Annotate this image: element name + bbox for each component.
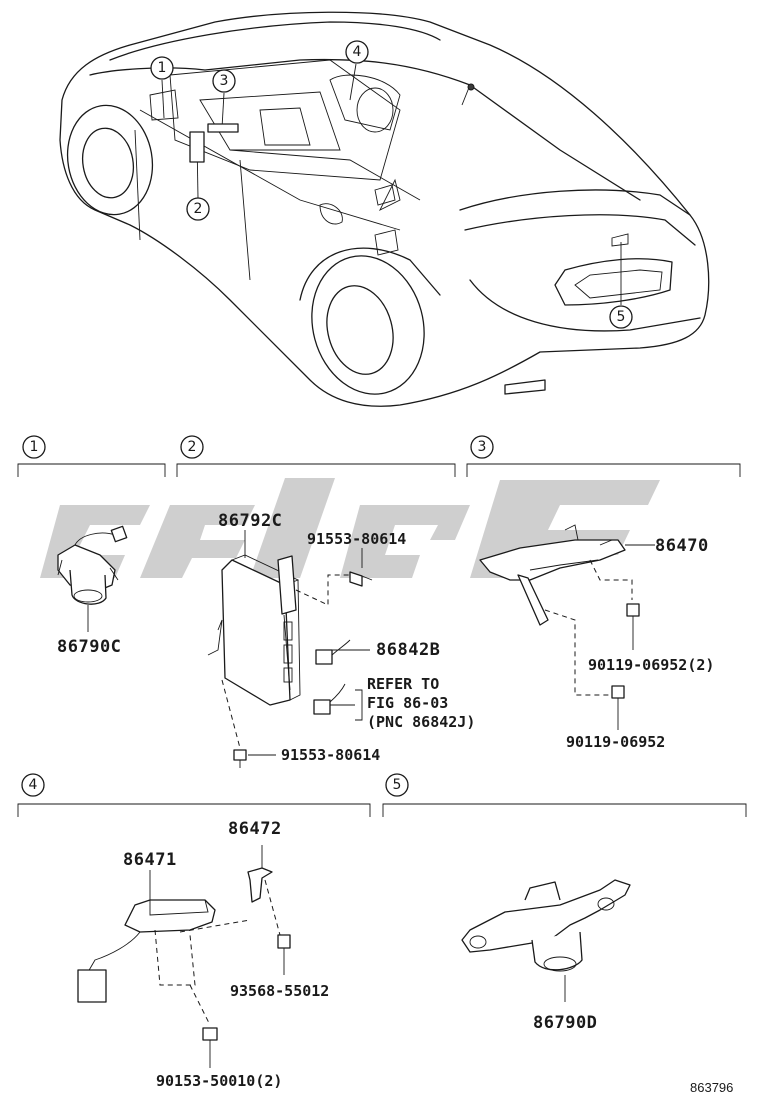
part-90119-06952-2-bolt[interactable] — [589, 559, 640, 650]
callout-3-overview[interactable]: 3 — [207, 69, 239, 133]
svg-text:3: 3 — [478, 439, 487, 455]
part-label-86472: 86472 — [228, 819, 282, 839]
callout-5-overview[interactable]: 5 — [609, 242, 633, 329]
callout-1-label: 1 — [158, 60, 167, 76]
part-label-90119-06952: 90119-06952 — [566, 733, 665, 751]
section-2-header: 2 — [176, 435, 456, 477]
part-93568-55012-screw[interactable] — [277, 934, 291, 975]
car-overview — [59, 11, 710, 407]
callout-4-label: 4 — [353, 44, 362, 60]
part-86470-bracket[interactable] — [479, 524, 655, 626]
callout-1-overview[interactable]: 1 — [150, 56, 174, 119]
part-86842B-connector[interactable] — [315, 639, 370, 665]
part-label-90153-50010-2: 90153-50010(2) — [156, 1072, 282, 1090]
refer-note-line2: FIG 86-03 — [367, 694, 448, 712]
section-1-header: 1 — [17, 435, 166, 477]
part-label-93568-55012: 93568-55012 — [230, 982, 329, 1000]
part-label-91553-80614-top: 91553-80614 — [307, 530, 406, 548]
section-3-header: 3 — [466, 435, 741, 477]
callout-4-overview[interactable]: 4 — [345, 40, 369, 101]
part-86790C-camera[interactable] — [57, 525, 128, 632]
refer-note-line1: REFER TO — [367, 675, 439, 693]
part-label-91553-80614-bottom: 91553-80614 — [281, 746, 380, 764]
svg-text:2: 2 — [188, 439, 197, 455]
svg-text:5: 5 — [393, 777, 402, 793]
section-5-header: 5 — [382, 773, 747, 817]
callout-2-overview[interactable]: 2 — [186, 131, 210, 221]
callout-2-label: 2 — [194, 201, 203, 217]
part-label-86790C: 86790C — [57, 637, 121, 657]
part-91553-80614-top-bolt[interactable] — [295, 548, 373, 606]
part-91553-80614-bottom-bolt[interactable] — [221, 679, 276, 768]
svg-text:4: 4 — [29, 777, 38, 793]
callout-3-label: 3 — [220, 73, 229, 89]
part-86790D-camera[interactable] — [461, 879, 631, 1002]
part-86472-bracket[interactable] — [247, 845, 281, 936]
part-86792C-ecu[interactable] — [207, 530, 301, 706]
part-90153-50010-2-screw[interactable] — [189, 984, 218, 1068]
part-86842J-connector-ref[interactable] — [313, 683, 363, 721]
part-label-86792C: 86792C — [218, 511, 282, 531]
part-label-86842B: 86842B — [376, 640, 440, 660]
part-label-86471: 86471 — [123, 850, 177, 870]
svg-text:1: 1 — [30, 439, 39, 455]
part-90119-06952-bolt[interactable] — [544, 609, 625, 730]
refer-note-line3: (PNC 86842J) — [367, 713, 475, 731]
section-4-header: 4 — [17, 773, 371, 817]
part-86471-lamp[interactable] — [77, 870, 251, 1003]
part-label-86790D: 86790D — [533, 1013, 597, 1033]
part-label-86470: 86470 — [655, 536, 709, 556]
figure-id: 863796 — [690, 1080, 733, 1095]
part-label-90119-06952-2: 90119-06952(2) — [588, 656, 714, 674]
callout-5-label: 5 — [617, 309, 626, 325]
